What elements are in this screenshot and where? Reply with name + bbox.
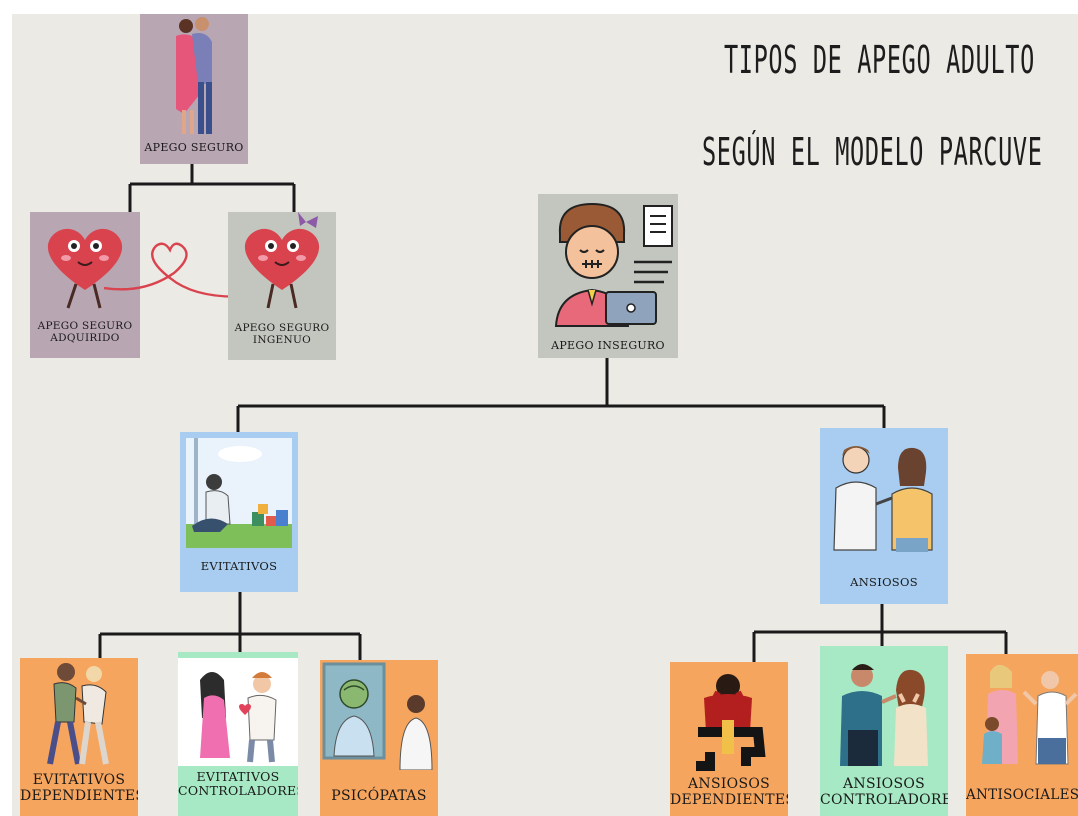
node-label-line1: APEGO SEGURO <box>37 320 133 332</box>
node-seguro-adquirido: APEGO SEGURO ADQUIRIDO <box>30 212 140 358</box>
mirror-reflection-icon <box>322 662 433 770</box>
node-label: ANSIOSOS <box>850 575 918 589</box>
couple-arguing-icon <box>833 446 933 552</box>
family-conflict-icon <box>982 665 1078 765</box>
diagram-canvas: TIPOS DE APEGO ADULTO SEGÚN EL MODELO PA… <box>12 14 1078 816</box>
node-apego-seguro: APEGO SEGURO <box>140 14 248 164</box>
node-ansiosos-dependientes: ANSIOSOS DEPENDIENTES <box>670 662 788 816</box>
person-sitting-alone-icon <box>186 438 292 548</box>
node-label: ANTISOCIALES <box>966 787 1078 803</box>
node-label-line2: DEPENDIENTES <box>20 788 138 805</box>
node-label-line1: ANSIOSOS <box>842 776 926 792</box>
node-label-line2: CONTROLADORES <box>178 783 298 799</box>
node-label-line1: EVITATIVOS <box>32 772 126 788</box>
heart-character-icon <box>47 228 123 309</box>
node-evitativos-dependientes: EVITATIVOS DEPENDIENTES <box>20 658 138 816</box>
man-shouting-woman-icon <box>840 664 928 766</box>
title-line-2: SEGÚN EL MODELO PARCUVE <box>702 130 1043 174</box>
person-head-in-hands-icon <box>696 674 766 771</box>
heart-outline-icon <box>104 242 284 298</box>
couple-hugging-icon <box>176 17 212 134</box>
node-label-line1: APEGO SEGURO <box>234 322 330 334</box>
node-label: EVITATIVOS <box>200 559 278 573</box>
node-label-line1: ANSIOSOS <box>687 776 771 792</box>
node-antisociales: ANTISOCIALES <box>966 654 1078 816</box>
worried-person-laptop-icon <box>554 202 673 327</box>
tree-connectors <box>98 164 1008 668</box>
node-evitativos-controladores: EVITATIVOS CONTROLADORES <box>178 652 298 816</box>
node-seguro-ingenuo: APEGO SEGURO INGENUO <box>228 212 336 360</box>
couple-walking-icon <box>47 663 109 765</box>
node-label-line2: INGENUO <box>252 334 312 347</box>
node-label: APEGO SEGURO <box>144 141 244 154</box>
title-line-1: TIPOS DE APEGO ADULTO <box>724 38 1035 82</box>
node-label-line2: CONTROLADORES <box>820 792 948 809</box>
node-apego-inseguro: APEGO INSEGURO <box>538 194 678 358</box>
heart-character-bow-icon <box>244 212 320 309</box>
node-label-line1: EVITATIVOS <box>196 769 280 784</box>
node-psicopatas: PSICÓPATAS <box>320 660 438 816</box>
node-label: PSICÓPATAS <box>331 788 427 804</box>
node-ansiosos-controladores: ANSIOSOS CONTROLADORES <box>820 646 948 816</box>
node-label-line2: ADQUIRIDO <box>50 332 120 345</box>
couple-giving-heart-icon <box>200 672 277 763</box>
node-ansiosos: ANSIOSOS <box>820 428 948 604</box>
node-evitativos: EVITATIVOS <box>180 432 298 592</box>
node-label: APEGO INSEGURO <box>551 339 665 352</box>
node-label-line2: DEPENDIENTES <box>670 792 788 809</box>
